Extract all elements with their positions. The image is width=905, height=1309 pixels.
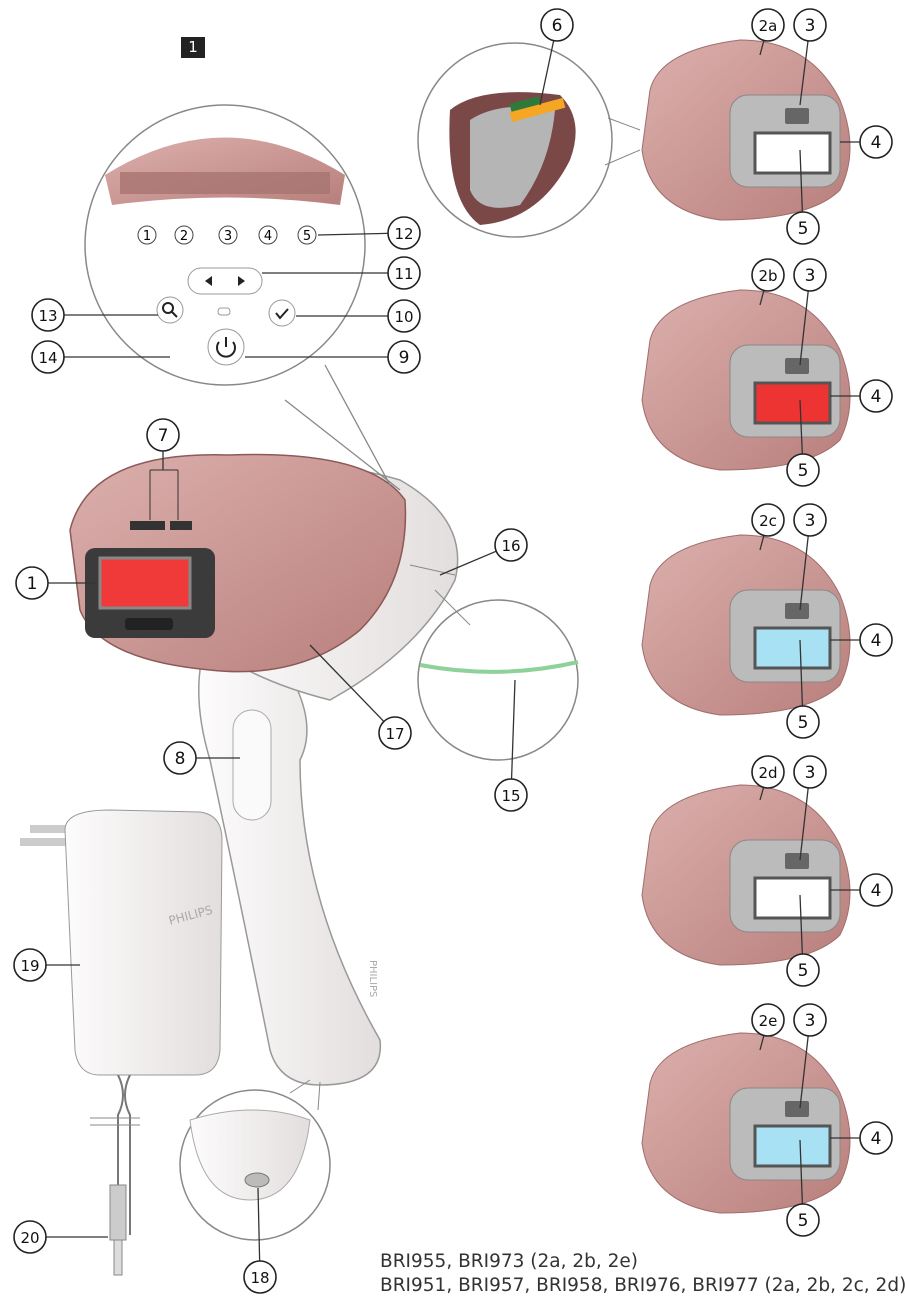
svg-text:13: 13 [38, 307, 57, 325]
callout-4: 4 [830, 873, 893, 907]
callout-3: 3 [793, 8, 827, 106]
callout-5: 5 [786, 149, 820, 245]
intensity-level: 4 [264, 229, 272, 244]
callout-4: 4 [830, 379, 893, 413]
attachment-2c [641, 534, 851, 716]
callout-11: 11 [262, 256, 421, 290]
svg-text:2b: 2b [758, 267, 777, 285]
svg-text:7: 7 [158, 426, 169, 446]
callout-3: 3 [793, 503, 827, 611]
svg-text:5: 5 [798, 961, 809, 981]
callout-5: 5 [786, 1139, 820, 1237]
svg-text:4: 4 [871, 387, 882, 407]
svg-text:2e: 2e [759, 1012, 778, 1030]
callout-2d: 2d [751, 755, 785, 801]
svg-text:5: 5 [798, 713, 809, 733]
svg-text:3: 3 [805, 1011, 816, 1031]
callout-2c: 2c [751, 503, 785, 551]
callout-2a: 2a [751, 8, 785, 56]
svg-text:3: 3 [805, 266, 816, 286]
svg-text:2a: 2a [759, 17, 778, 35]
ring-detail [409, 564, 579, 761]
callout-9: 9 [245, 340, 421, 374]
callout-14: 14 [31, 340, 170, 374]
svg-text:10: 10 [394, 308, 413, 326]
svg-text:3: 3 [805, 763, 816, 783]
svg-text:19: 19 [20, 957, 39, 975]
svg-text:4: 4 [871, 1129, 882, 1149]
callout-3: 3 [793, 258, 827, 366]
callout-8: 8 [163, 741, 240, 775]
attachment-2d [641, 784, 851, 966]
intensity-level: 2 [180, 229, 188, 244]
svg-text:5: 5 [798, 219, 809, 239]
svg-text:3: 3 [805, 511, 816, 531]
svg-text:14: 14 [38, 349, 57, 367]
model-list: BRI955, BRI973 (2a, 2b, 2e) BRI951, BRI9… [380, 1250, 905, 1298]
svg-text:17: 17 [385, 725, 404, 743]
svg-text:20: 20 [20, 1229, 39, 1247]
svg-text:1: 1 [27, 574, 38, 594]
callout-10: 10 [296, 299, 421, 333]
callout-16: 16 [439, 528, 528, 576]
callout-17: 17 [309, 644, 412, 750]
svg-text:4: 4 [871, 881, 882, 901]
socket-detail [179, 1079, 331, 1241]
callout-15: 15 [494, 679, 528, 812]
svg-text:15: 15 [501, 787, 520, 805]
svg-text:6: 6 [552, 16, 563, 36]
callout-4: 4 [830, 1121, 893, 1155]
svg-text:5: 5 [798, 461, 809, 481]
callout-6: 6 [539, 8, 574, 106]
attachment-2e [641, 1032, 851, 1214]
svg-text:2d: 2d [758, 764, 777, 782]
cartridge-detail [417, 42, 641, 238]
callout-18: 18 [243, 1187, 277, 1294]
attachment-2b [641, 289, 851, 471]
intensity-level: 5 [303, 229, 311, 244]
svg-text:3: 3 [805, 16, 816, 36]
callout-3: 3 [793, 1003, 827, 1109]
callout-1: 1 [15, 566, 95, 600]
callout-7: 7 [146, 418, 180, 470]
svg-text:9: 9 [399, 348, 410, 368]
svg-text:16: 16 [501, 537, 520, 555]
callout-4: 4 [840, 125, 893, 159]
callout-2b: 2b [751, 258, 785, 306]
callout-5: 5 [786, 894, 820, 987]
device-brand-mark: PHILIPS [367, 960, 378, 997]
intensity-level: 1 [143, 229, 151, 244]
callout-5: 5 [786, 639, 820, 739]
svg-text:5: 5 [798, 1211, 809, 1231]
svg-text:18: 18 [250, 1269, 269, 1287]
callout-5: 5 [786, 399, 820, 487]
svg-text:12: 12 [394, 225, 413, 243]
callout-2e: 2e [751, 1003, 785, 1051]
callout-19: 19 [13, 948, 80, 982]
svg-text:4: 4 [871, 631, 882, 651]
callout-3: 3 [793, 755, 827, 861]
callout-13: 13 [31, 298, 158, 332]
callout-12: 12 [317, 216, 421, 250]
svg-text:4: 4 [871, 133, 882, 153]
control-panel-detail: 1 2 3 4 5 [84, 104, 401, 491]
svg-text:11: 11 [394, 265, 413, 283]
model-line: BRI951, BRI957, BRI958, BRI976, BRI977 (… [380, 1275, 905, 1296]
svg-text:8: 8 [175, 749, 186, 769]
intensity-level: 3 [224, 229, 232, 244]
figure-number: 1 [181, 37, 205, 58]
power-adapter [20, 809, 223, 1276]
device-body [69, 453, 459, 1086]
callout-20: 20 [13, 1220, 108, 1254]
attachment-2a [641, 39, 851, 221]
svg-text:2c: 2c [759, 512, 777, 530]
model-line: BRI955, BRI973 (2a, 2b, 2e) [380, 1251, 638, 1272]
callout-4: 4 [830, 623, 893, 657]
